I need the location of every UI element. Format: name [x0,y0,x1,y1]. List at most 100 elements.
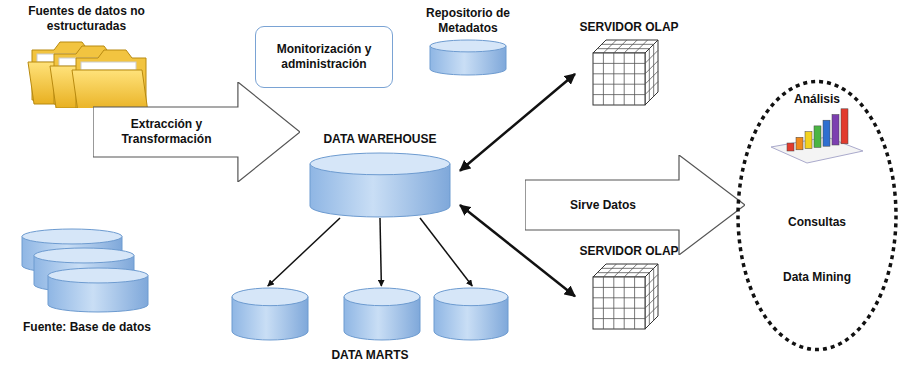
grid-line [649,273,650,325]
grid-line [597,48,649,49]
arrow-label: Extracción y Transformación [101,117,232,147]
olap-cube [589,39,669,107]
grid-line [603,40,616,53]
grid-line [645,61,658,74]
metadata-cylinder [428,39,508,77]
grid-line [635,40,648,53]
database-stack [20,228,155,316]
block-arrow [525,155,745,255]
source-label: Fuentes de datos no estructuradas [27,4,147,34]
node-marts: DATA MARTS [228,286,512,363]
grid-line [624,53,625,105]
cube-side [645,40,658,105]
connector-arrow [380,218,381,286]
grid-line [649,49,650,101]
grid-line [593,63,645,64]
node-ellipse: AnálisisConsultasData Mining [735,78,899,353]
chart-bar [787,143,794,151]
grid-line [602,44,654,45]
block-arrow [93,82,300,182]
grid-line [613,277,614,329]
grid-line [593,94,645,95]
grid-line [645,50,658,63]
olap-label: SERVIDOR OLAP [579,244,678,259]
grid-line [603,264,616,277]
node-cube: SERVIDOR OLAP [575,244,683,331]
chart-bar [814,126,821,147]
arrow-label: Sirve Datos [570,198,636,213]
cylinder-top [430,40,506,52]
grid-line [624,264,637,277]
node-stack: Fuente: Base de datos [12,228,162,335]
grid-line [603,53,604,105]
grid-line [645,274,658,287]
warehouse-cylinder [309,152,451,218]
cylinder-top [34,248,134,263]
cylinder-top [434,288,508,306]
grid-line [653,44,654,96]
cylinder-top [22,229,122,244]
grid-line [614,264,627,277]
grid-line [635,264,648,277]
node-box: Monitorización y administración [255,26,393,88]
connector-arrow [420,218,472,286]
olap-label: SERVIDOR OLAP [579,20,678,35]
cube-front [593,53,645,105]
node-arrow: Sirve Datos [525,155,745,255]
grid-line [624,40,637,53]
folder-front [72,70,148,108]
source-label: Fuente: Base de datos [23,320,151,335]
folder-icon [24,36,149,108]
node-arrow: Extracción y Transformación [93,82,300,182]
folder-paper [81,62,136,70]
chart-bar [805,132,812,149]
connector-arrow [268,218,340,286]
repository-label: Repositorio de Metadatos [413,6,523,36]
warehouse-label: DATA WAREHOUSE [323,132,436,147]
grid-line [614,40,627,53]
output-label: Consultas [788,215,846,230]
grid-line [645,82,658,95]
grid-line [602,268,654,269]
chart-bar [841,109,848,144]
olap-cube [589,263,669,331]
cube-front [593,277,645,329]
grid-line [593,297,645,298]
cylinder-top [310,153,450,175]
chart-bar [823,120,830,146]
grid-line [597,272,649,273]
chart-icon [767,107,867,167]
cylinder-top [344,288,420,306]
grid-line [645,71,658,84]
node-cube: SERVIDOR OLAP [575,20,683,107]
output-label: Data Mining [783,270,851,285]
ellipse-outline [738,82,896,350]
connector-arrow [460,74,575,171]
chart-bar [832,115,839,146]
output-label: Análisis [794,92,840,107]
grid-line [593,73,645,74]
grid-line [634,53,635,105]
data-mart-cylinders [228,286,512,342]
grid-line [653,268,654,320]
node-dw: DATA WAREHOUSE [300,132,460,218]
grid-line [613,53,614,105]
grid-line [634,277,635,329]
grid-line [593,308,645,309]
cylinder-top [232,288,308,306]
grid-line [624,277,625,329]
grid-line [593,318,645,319]
grid-line [645,285,658,298]
data-marts-label: DATA MARTS [331,348,408,363]
node-folder: Fuentes de datos no estructuradas [4,4,169,108]
grid-line [603,277,604,329]
grid-line [593,287,645,288]
chart-bar [796,137,803,150]
grid-line [645,306,658,319]
grid-line [645,295,658,308]
cube-side [645,264,658,329]
node-repo: Repositorio de Metadatos [408,6,528,77]
cylinder-top [48,268,148,283]
grid-line [593,84,645,85]
process-box-label: Monitorización y administración [266,42,382,72]
